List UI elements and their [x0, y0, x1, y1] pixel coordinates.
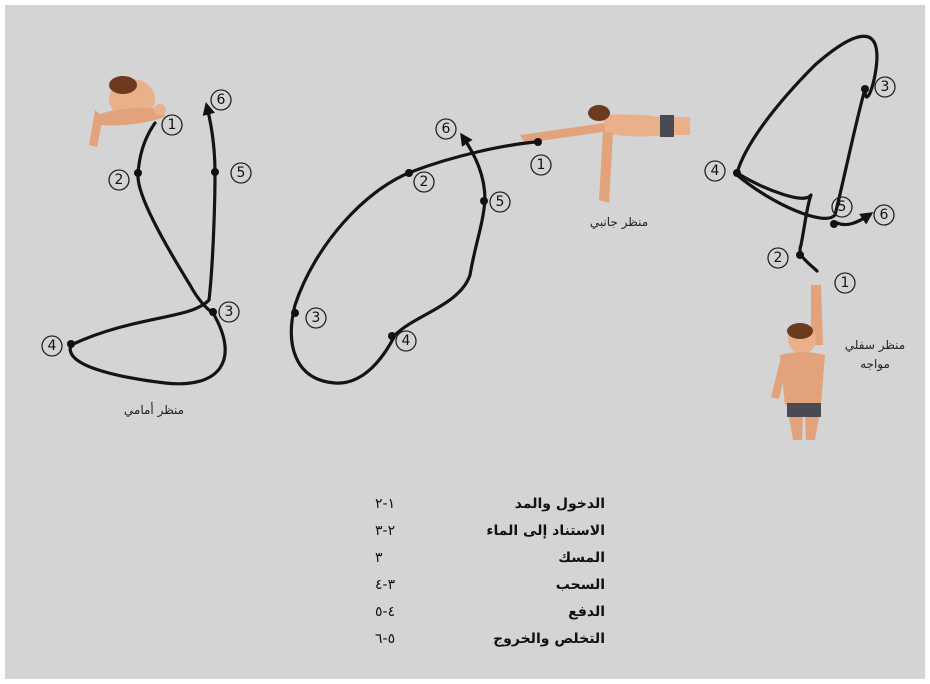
front-view: 1 2 3 4 5 6 منظر أمامي: [41, 76, 252, 418]
front-point-5-marker: [230, 162, 252, 184]
side-point-5-dot: [480, 197, 488, 205]
below-point-3-marker: [874, 76, 896, 98]
front-point-1-marker: [161, 114, 183, 136]
below-stroke-path: [735, 34, 877, 273]
front-swimmer-figure: [89, 76, 166, 147]
front-point-4-marker: [41, 335, 63, 357]
legend-range: ٢-٣: [375, 522, 396, 539]
front-view-label: منظر أمامي: [124, 402, 184, 418]
below-view-label-line1: منظر سفلي: [845, 338, 905, 353]
front-point-3-marker: [218, 301, 240, 323]
legend-phase: الدخول والمد: [514, 495, 605, 512]
below-point-4-dot: [733, 169, 741, 177]
legend-phase: التخلص والخروج: [493, 630, 605, 647]
front-point-5-dot: [211, 168, 219, 176]
below-point-2-label: 2: [774, 250, 783, 266]
front-point-1-label: 1: [168, 117, 177, 133]
front-point-5-label: 5: [237, 165, 246, 181]
below-point-5-label: 5: [838, 199, 847, 215]
side-point-4-marker: [395, 330, 417, 352]
front-point-4-label: 4: [48, 338, 57, 354]
legend-range: ١-٢: [375, 495, 396, 512]
front-point-6-label: 6: [217, 92, 226, 108]
legend-row: الدفع ٤-٥: [375, 598, 605, 625]
legend-phase: السحب: [555, 576, 605, 593]
below-view-label-line2: مواجه: [860, 357, 890, 372]
side-point-2-label: 2: [420, 174, 429, 190]
legend-row: المسك ٣: [375, 544, 605, 571]
side-swimmer-figure: [520, 105, 690, 203]
side-point-1-marker: [530, 154, 552, 176]
side-point-1-dot: [534, 138, 542, 146]
side-point-6-marker: [435, 118, 457, 140]
legend-row: السحب ٣-٤: [375, 571, 605, 598]
side-view-label: منظر جانبي: [590, 215, 648, 230]
legend-range: ٣-٤: [375, 576, 396, 593]
front-point-2-marker: [108, 169, 130, 191]
below-front-view: 1 2 3 4 5 6 منظر سفلي مواجه: [704, 34, 905, 440]
legend-row: التخلص والخروج ٥-٦: [375, 625, 605, 652]
legend-range: ٥-٦: [375, 630, 396, 647]
legend-range: ٣: [375, 549, 383, 566]
side-point-3-dot: [291, 309, 299, 317]
below-point-3-label: 3: [881, 79, 890, 95]
below-point-6-marker: [873, 204, 895, 226]
side-stroke-path: [289, 132, 537, 385]
legend-phase: الدفع: [568, 603, 605, 620]
front-point-6-marker: [210, 89, 232, 111]
below-point-4-label: 4: [711, 163, 720, 179]
side-point-3-label: 3: [312, 310, 321, 326]
stroke-path-diagram: 1 2 3 4 5 6 منظر أمامي 1 2 3: [41, 34, 905, 440]
below-point-6-label: 6: [880, 207, 889, 223]
side-point-5-marker: [489, 191, 511, 213]
side-view: 1 2 3 4 5 6 منظر جانبي: [289, 105, 690, 385]
diagram-canvas: 1 2 3 4 5 6 منظر أمامي 1 2 3: [5, 5, 925, 679]
below-point-5-marker: [831, 196, 853, 218]
below-point-3-dot: [861, 85, 869, 93]
below-point-1-label: 1: [841, 275, 850, 291]
legend-phase: المسك: [558, 549, 605, 566]
side-point-5-label: 5: [496, 194, 505, 210]
front-point-2-label: 2: [115, 172, 124, 188]
below-point-2-dot: [796, 251, 804, 259]
below-point-5-dot: [830, 220, 838, 228]
front-stroke-path: [68, 102, 227, 386]
legend-row: الدخول والمد ١-٢: [375, 490, 605, 517]
legend-range: ٤-٥: [375, 603, 396, 620]
below-point-1-marker: [834, 272, 856, 294]
below-point-4-marker: [704, 160, 726, 182]
side-point-6-label: 6: [442, 121, 451, 137]
side-point-4-label: 4: [402, 333, 411, 349]
below-swimmer-figure: [771, 285, 825, 440]
side-point-3-marker: [305, 307, 327, 329]
side-point-2-marker: [413, 171, 435, 193]
front-point-3-dot: [209, 308, 217, 316]
side-point-4-dot: [388, 332, 396, 340]
legend-row: الاستناد إلى الماء ٢-٣: [375, 517, 605, 544]
legend-phase: الاستناد إلى الماء: [486, 522, 605, 539]
side-point-2-dot: [405, 169, 413, 177]
phase-legend: الدخول والمد ١-٢ الاستناد إلى الماء ٢-٣ …: [375, 490, 605, 652]
side-point-1-label: 1: [537, 157, 546, 173]
below-point-2-marker: [767, 247, 789, 269]
front-point-2-dot: [134, 169, 142, 177]
front-point-4-dot: [67, 340, 75, 348]
front-point-3-label: 3: [225, 304, 234, 320]
